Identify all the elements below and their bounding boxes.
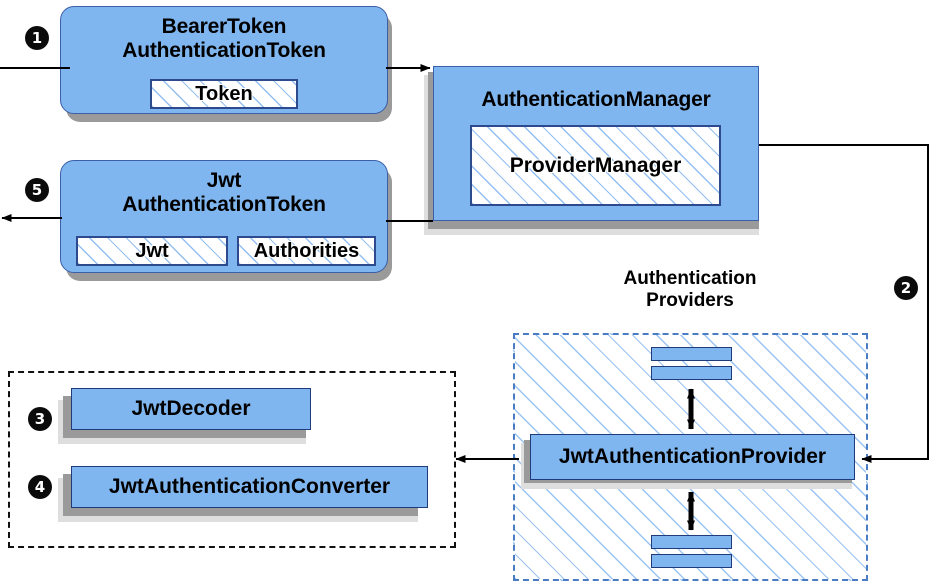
step-bullet-3: 3: [28, 407, 52, 431]
jwt-token-title-line2: AuthenticationToken: [122, 192, 326, 216]
jwt-token-title: Jwt AuthenticationToken: [61, 169, 387, 216]
step-bullet-3-label: 3: [34, 409, 46, 428]
jwt-token-inner-jwt-label: Jwt: [135, 239, 169, 262]
components-region-box: [8, 371, 456, 548]
provider-stack-bar-top-2: [651, 366, 732, 380]
jwt-provider-box: JwtAuthenticationProvider: [530, 434, 855, 480]
provider-manager-label: ProviderManager: [509, 153, 682, 177]
bearer-token-card: BearerToken AuthenticationToken: [60, 6, 388, 114]
jwt-converter-box: JwtAuthenticationConverter: [71, 466, 428, 508]
jwt-token-inner-authorities-label: Authorities: [253, 239, 360, 262]
auth-manager-inner-provider-manager-box: ProviderManager: [470, 125, 721, 206]
provider-stack-bar-top-1: [651, 347, 732, 361]
jwt-decoder-box: JwtDecoder: [71, 388, 311, 430]
provider-stack-bar-bottom-1: [651, 535, 732, 549]
jwt-converter-label: JwtAuthenticationConverter: [108, 475, 391, 498]
step-bullet-1: 1: [25, 26, 49, 50]
step-bullet-5: 5: [25, 178, 49, 202]
providers-region-title: Authentication Providers: [590, 268, 790, 312]
bearer-token-title-line2: AuthenticationToken: [122, 38, 326, 62]
auth-manager-title: AuthenticationManager: [481, 88, 711, 111]
jwt-token-title-line1: Jwt: [206, 169, 242, 192]
step-bullet-2: 2: [894, 276, 918, 300]
jwt-token-inner-authorities-box: Authorities: [237, 236, 376, 266]
jwt-decoder-label: JwtDecoder: [131, 397, 251, 420]
step-bullet-4-label: 4: [34, 477, 46, 496]
bearer-token-inner-token-box: Token: [150, 79, 298, 109]
jwt-provider-label: JwtAuthenticationProvider: [558, 445, 827, 468]
providers-region-title-line1: Authentication: [623, 268, 757, 289]
provider-stack-bar-bottom-2: [651, 554, 732, 568]
step-bullet-1-label: 1: [31, 28, 43, 47]
step-bullet-2-label: 2: [900, 278, 912, 297]
jwt-token-inner-jwt-box: Jwt: [76, 236, 228, 266]
bearer-token-title-line1: BearerToken: [161, 15, 287, 38]
step-bullet-4: 4: [28, 475, 52, 499]
bearer-token-inner-token-label: Token: [195, 82, 253, 105]
providers-region-title-line2: Providers: [646, 289, 734, 311]
bearer-token-title: BearerToken AuthenticationToken: [61, 15, 387, 62]
step-bullet-5-label: 5: [31, 180, 43, 199]
